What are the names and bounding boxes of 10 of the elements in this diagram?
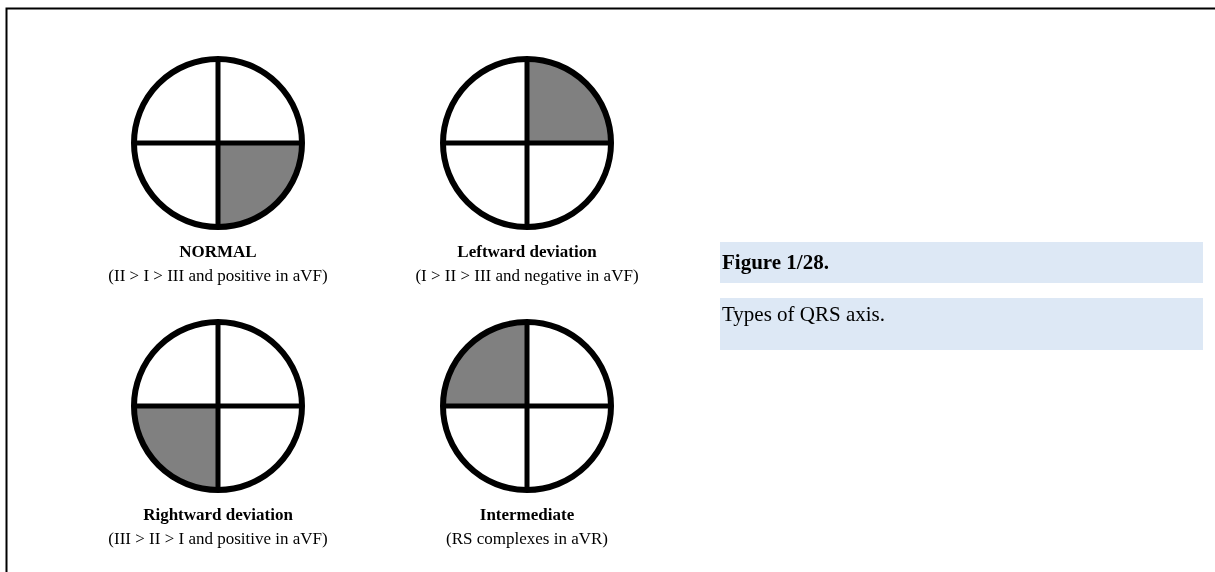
axis-type-heading: Rightward deviation bbox=[142, 505, 294, 525]
axis-criteria-text: (III > II > I and positive in aVF) bbox=[107, 529, 329, 549]
axis-criteria-text: (II > I > III and positive in aVF) bbox=[107, 266, 329, 286]
axis-type-heading: NORMAL bbox=[178, 242, 258, 262]
axis-type-heading: Leftward deviation bbox=[456, 242, 598, 262]
axis-criteria-text: (RS complexes in aVR) bbox=[445, 529, 609, 549]
figure-title: Figure 1/28. bbox=[720, 242, 1203, 283]
figure-caption: Types of QRS axis. bbox=[720, 298, 1203, 350]
axis-type-heading: Intermediate bbox=[478, 505, 576, 525]
axis-criteria-text: (I > II > III and negative in aVF) bbox=[414, 266, 640, 286]
